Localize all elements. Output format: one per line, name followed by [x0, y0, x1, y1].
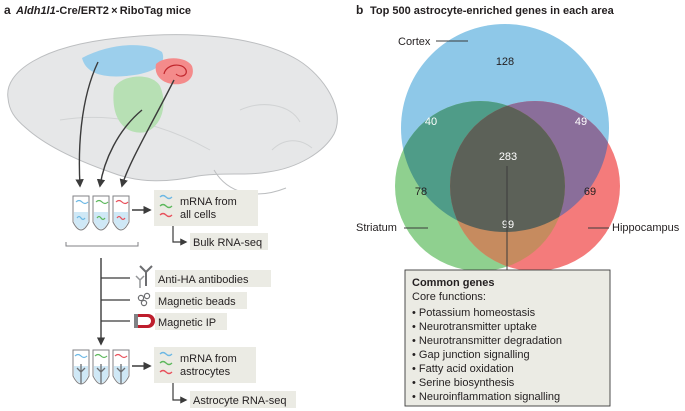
antibody-icon — [135, 265, 153, 288]
mrna-all-line1: mRNA from — [180, 196, 237, 208]
function-item: • Fatty acid oxidation — [412, 363, 514, 375]
panel-b-title: Top 500 astrocyte-enriched genes in each… — [370, 5, 615, 17]
tube-astro-1 — [72, 349, 90, 385]
function-item: • Neurotransmitter degradation — [412, 335, 562, 347]
magnet-icon — [134, 314, 155, 328]
striatum-region — [113, 76, 164, 133]
beads-box — [155, 292, 247, 309]
count-hippocampus-only: 69 — [584, 186, 596, 198]
count-striatum-hippocampus: 99 — [502, 219, 514, 231]
tube-group-top — [65, 195, 139, 247]
ip-label: Magnetic IP — [158, 317, 216, 329]
magnetic-beads-icon — [137, 292, 151, 307]
antibody-box — [155, 270, 271, 287]
common-genes-heading: Common genes — [412, 277, 495, 289]
label-striatum: Striatum — [356, 222, 397, 234]
venn-overlap-all — [450, 101, 565, 232]
label-cortex: Cortex — [398, 36, 431, 48]
astro-rnaseq-box — [190, 391, 296, 408]
mrna-astro-box — [154, 347, 256, 383]
function-item: • Serine biosynthesis — [412, 377, 515, 389]
panel-a: a Aldh1l1-Cre/ERT2 × RiboTag mice — [4, 3, 338, 408]
count-cortex-hippocampus: 49 — [575, 116, 587, 128]
brain-section — [7, 34, 338, 195]
mrna-astro-line1: mRNA from — [180, 353, 237, 365]
count-all-three: 283 — [499, 151, 517, 163]
panel-b-letter: b — [356, 3, 363, 17]
common-genes-box — [404, 269, 611, 407]
common-genes-subheading: Core functions: — [412, 291, 486, 303]
count-striatum-only: 78 — [415, 186, 427, 198]
ip-box — [155, 313, 227, 330]
bulk-rnaseq-box — [190, 233, 268, 250]
function-item: • Gap junction signalling — [412, 349, 530, 361]
antibody-label: Anti-HA antibodies — [158, 274, 249, 286]
count-cortex-striatum: 40 — [425, 116, 437, 128]
function-item: • Potassium homeostasis — [412, 307, 536, 319]
hippocampus-region — [155, 58, 193, 85]
panel-a-title: Aldh1l1-Cre/ERT2 × RiboTag mice — [15, 5, 191, 17]
function-item: • Neurotransmitter uptake — [412, 321, 537, 333]
tube-astro-3 — [112, 349, 130, 385]
rna-icon-mixed — [159, 194, 173, 218]
tube-striatum — [92, 195, 110, 231]
label-hippocampus: Hippocampus — [612, 222, 680, 234]
panel-a-title-gene: Aldh1l1 — [15, 5, 56, 17]
panel-a-title-rest: -Cre/ERT2 × RiboTag mice — [56, 5, 191, 17]
tube-astro-2 — [92, 349, 110, 385]
mrna-astro-line2: astrocytes — [180, 366, 231, 378]
function-item: • Neuroinflammation signalling — [412, 391, 560, 403]
tube-hippocampus — [112, 195, 130, 231]
bulk-rnaseq-label: Bulk RNA-seq — [193, 237, 262, 249]
panel-b: b Top 500 astrocyte-enriched genes in ea… — [356, 3, 680, 407]
mrna-all-line2: all cells — [180, 209, 217, 221]
mrna-all-box — [154, 190, 258, 226]
beads-label: Magnetic beads — [158, 296, 236, 308]
count-cortex-only: 128 — [496, 56, 514, 68]
astro-rnaseq-label: Astrocyte RNA-seq — [193, 395, 287, 407]
tube-group-bottom — [72, 349, 130, 385]
panel-a-letter: a — [4, 3, 11, 17]
venn-diagram: 128 40 49 283 78 69 99 — [395, 24, 620, 271]
rna-icon-astro — [159, 351, 173, 375]
tube-cortex — [72, 195, 90, 231]
cortex-region — [82, 45, 164, 77]
